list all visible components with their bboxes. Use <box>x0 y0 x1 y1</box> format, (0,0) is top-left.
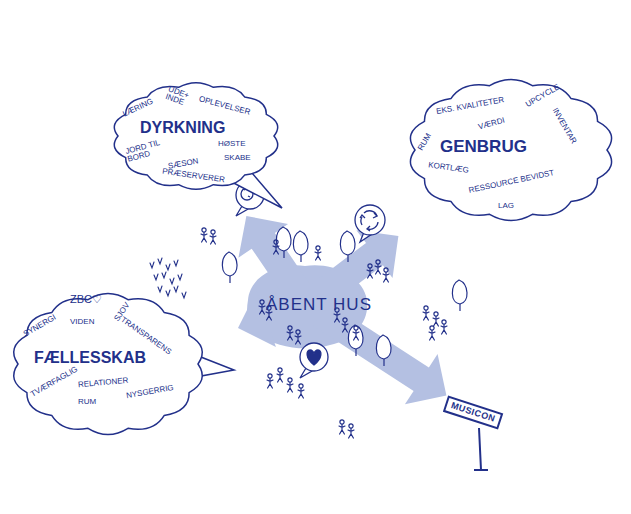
theme-cloud: GENBRUGRUMEKS. KVALITETERVÆRDIUPCYCLEINV… <box>398 66 624 236</box>
keyword: HØSTE <box>218 140 246 148</box>
broad-arrow <box>238 216 312 304</box>
signpost-board: MUSICON <box>443 395 504 430</box>
recycle-bubble <box>355 205 385 242</box>
cloud-shape <box>114 83 277 190</box>
cloud-shape <box>410 80 611 221</box>
theme-cloud: DYRKNINGLÆRINGUDE+ INDEOPLEVELSERJORD TI… <box>106 74 290 216</box>
grass <box>150 258 186 298</box>
keyword: SKABE <box>224 154 251 162</box>
trees <box>222 227 467 366</box>
theme-cloud: FÆLLESSKABZBC♡SYNERGIVIDENSJOVTRANSPAREN… <box>8 282 238 450</box>
keyword: LAG <box>498 202 514 210</box>
hub-label: ÅBENT HUS <box>266 296 348 314</box>
keyword: RUM <box>78 398 96 406</box>
cloud-heading: GENBRUG <box>440 138 527 156</box>
keyword: ZBC♡ <box>70 294 102 306</box>
cloud-heading: DYRKNING <box>140 120 225 137</box>
cloud-heading: FÆLLESSKAB <box>34 350 146 367</box>
central-path-label: ÅBENT HUS <box>266 296 348 314</box>
broad-arrow <box>313 302 446 404</box>
keyword: VIDEN <box>70 318 94 326</box>
people <box>201 228 447 438</box>
heart-bubble <box>300 343 328 378</box>
sign-post <box>474 428 488 470</box>
cloud-shape <box>14 294 203 435</box>
sign-label: MUSICON <box>450 401 497 424</box>
